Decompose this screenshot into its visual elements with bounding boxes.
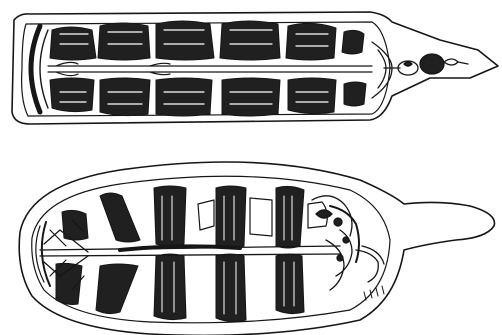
lower-specimen bbox=[19, 162, 494, 335]
lower-body-outline bbox=[19, 162, 494, 335]
upper-row-bottom-muscles bbox=[50, 78, 366, 116]
upper-central-canal bbox=[48, 62, 372, 75]
upper-row-top-muscles bbox=[50, 21, 364, 60]
lower-right-organ bbox=[312, 196, 384, 290]
upper-specimen bbox=[12, 12, 498, 124]
